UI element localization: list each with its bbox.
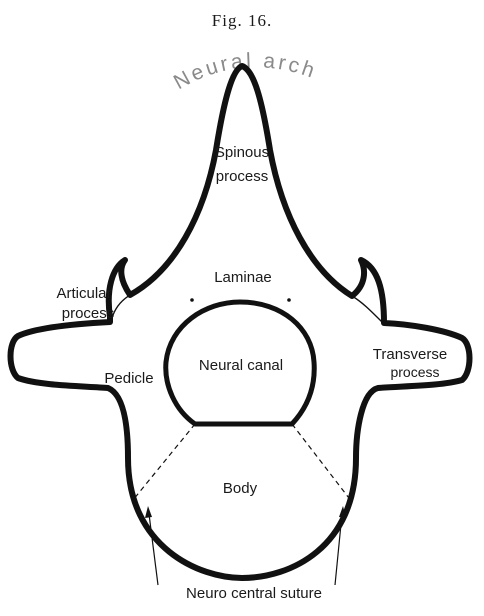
- neuro-central-suture-label: Neuro central suture: [186, 585, 322, 602]
- articular-facet-left: [112, 295, 130, 318]
- pedicle-label: Pedicle: [104, 370, 153, 387]
- laminae-dot-right: [287, 298, 291, 302]
- suture-line-right: [292, 424, 352, 502]
- suture-line-left: [133, 424, 195, 500]
- articular-facet-right: [352, 296, 382, 322]
- neural-canal-label: Neural canal: [199, 357, 283, 374]
- articular-process-label-line1: Articular: [56, 285, 111, 302]
- body-label: Body: [223, 480, 258, 497]
- suture-arrowhead-left: [145, 506, 152, 518]
- spinous-process-label-line2: process: [216, 168, 269, 185]
- transverse-process-label-line2: process: [390, 364, 439, 380]
- spinous-process-label-line1: Spinous: [215, 144, 269, 161]
- laminae-dot-left: [190, 298, 194, 302]
- articular-process-label-line2: process: [62, 305, 115, 322]
- figure-caption: Fig. 16.: [212, 11, 272, 30]
- laminae-label: Laminae: [214, 269, 272, 286]
- vertebra-outline: [11, 66, 470, 578]
- transverse-process-label-line1: Transverse: [373, 346, 447, 363]
- suture-pointer-left: [149, 514, 158, 585]
